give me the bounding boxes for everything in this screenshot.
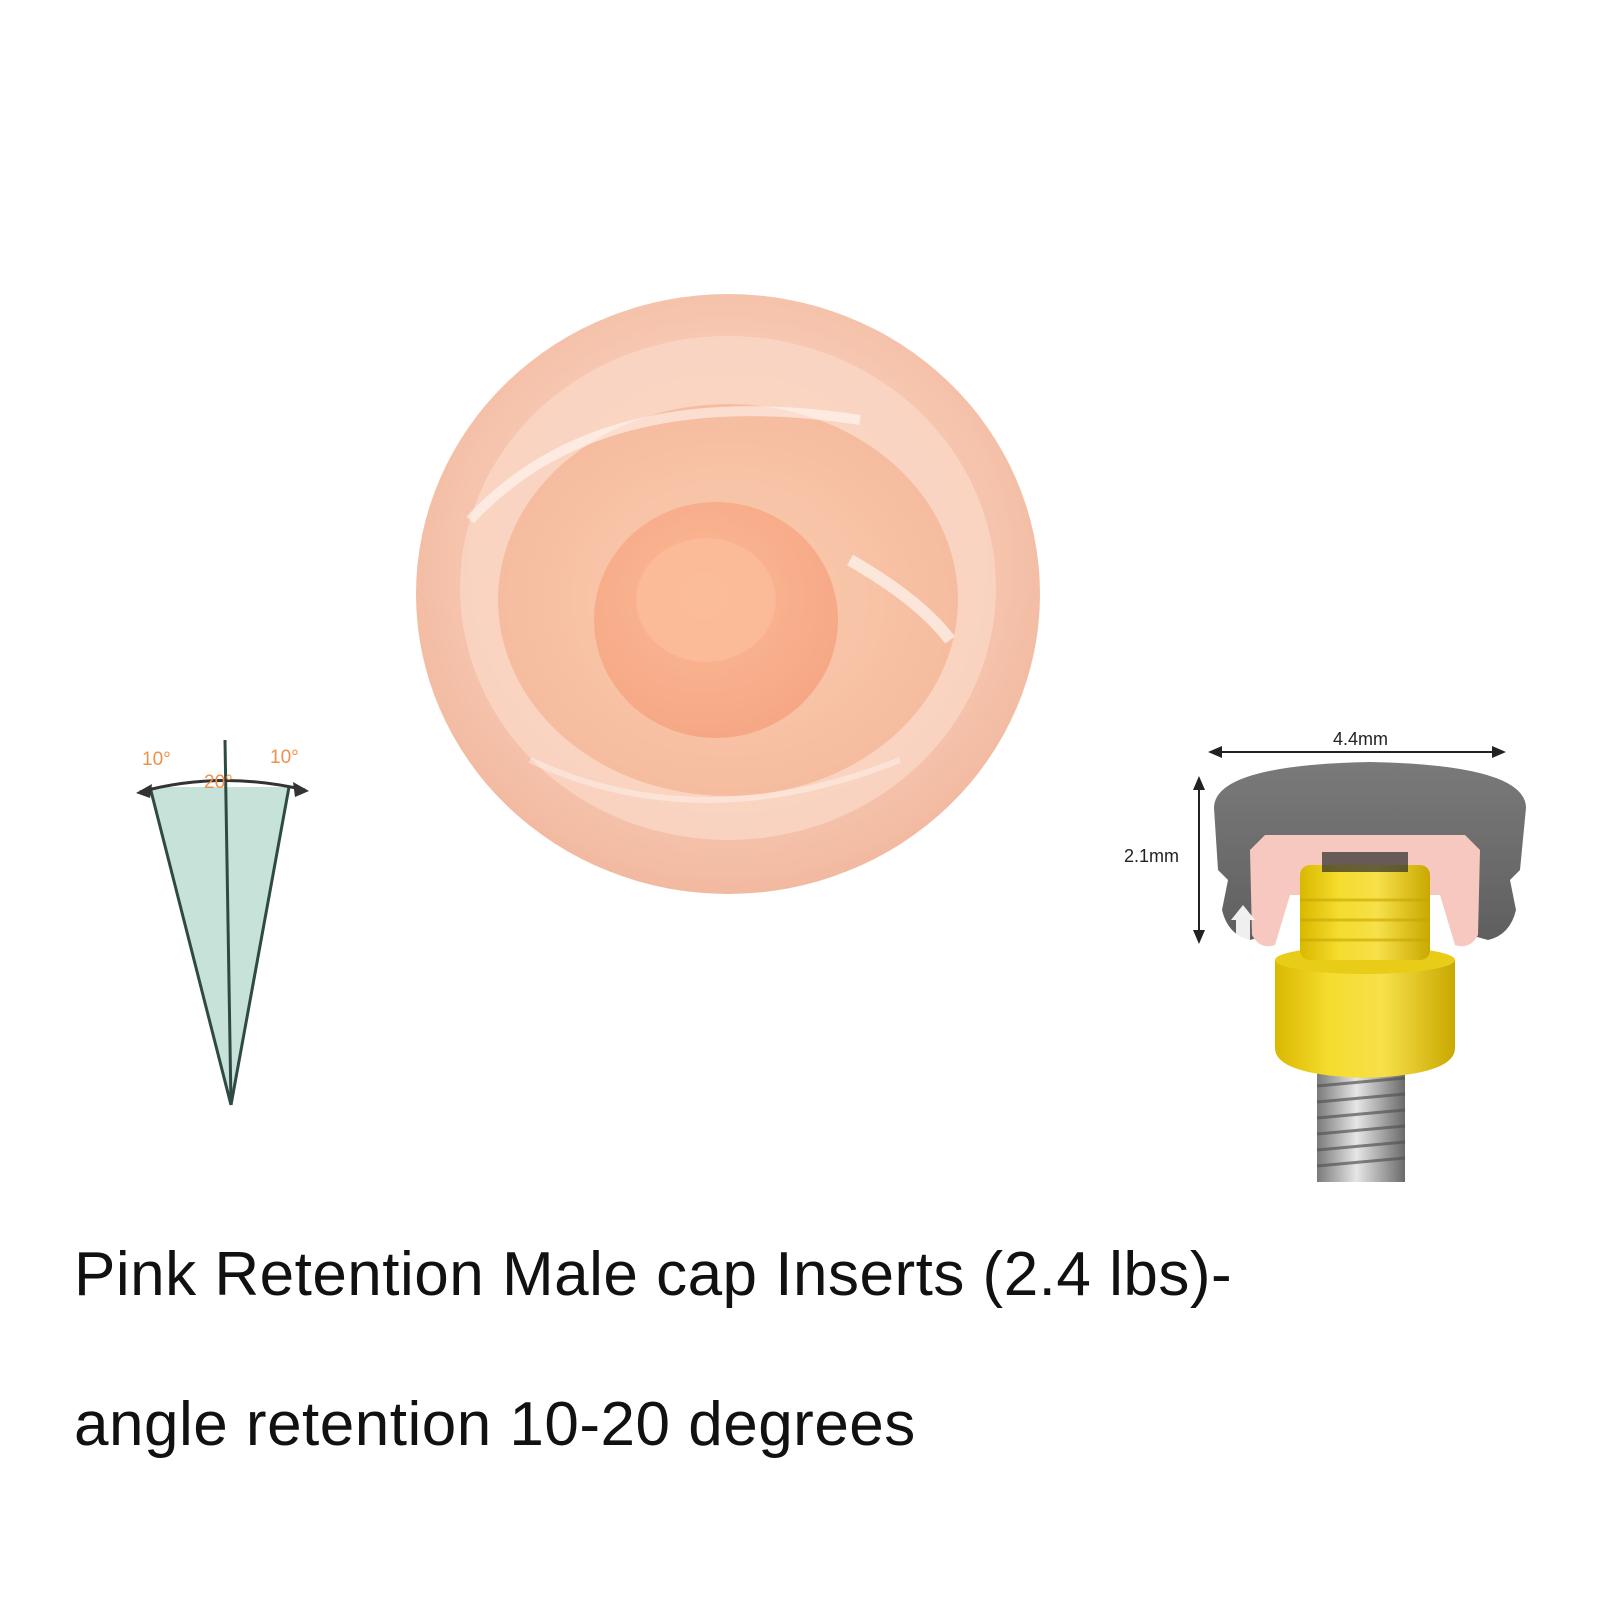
caption-line-2: angle retention 10-20 degrees [74,1390,916,1459]
center-angle-label: 20° [204,772,233,793]
angle-cone [150,787,289,1105]
width-label: 4.4mm [1333,729,1388,749]
insert-direction-arrow-icon [1231,905,1255,940]
abutment-head [1300,865,1430,960]
center-axis [223,739,233,1106]
pink-cap-image [416,294,1040,894]
arrow-left-icon [136,784,152,798]
arrow-right-icon [293,782,309,797]
product-caption: Pink Retention Male cap Inserts (2.4 lbs… [74,1200,1534,1500]
right-angle-label: 10° [270,747,299,768]
height-label: 2.1mm [1124,846,1179,866]
abutment-screw [1316,1070,1406,1182]
caption-line-1: Pink Retention Male cap Inserts (2.4 lbs… [74,1240,1233,1309]
angle-arc [139,778,306,794]
abutment-diagram: 4.4mm 2.1mm [1124,729,1526,1182]
angle-diagram: 10° 20° 10° [136,739,309,1106]
left-angle-label: 10° [142,749,171,770]
abutment-base [1275,960,1455,1078]
